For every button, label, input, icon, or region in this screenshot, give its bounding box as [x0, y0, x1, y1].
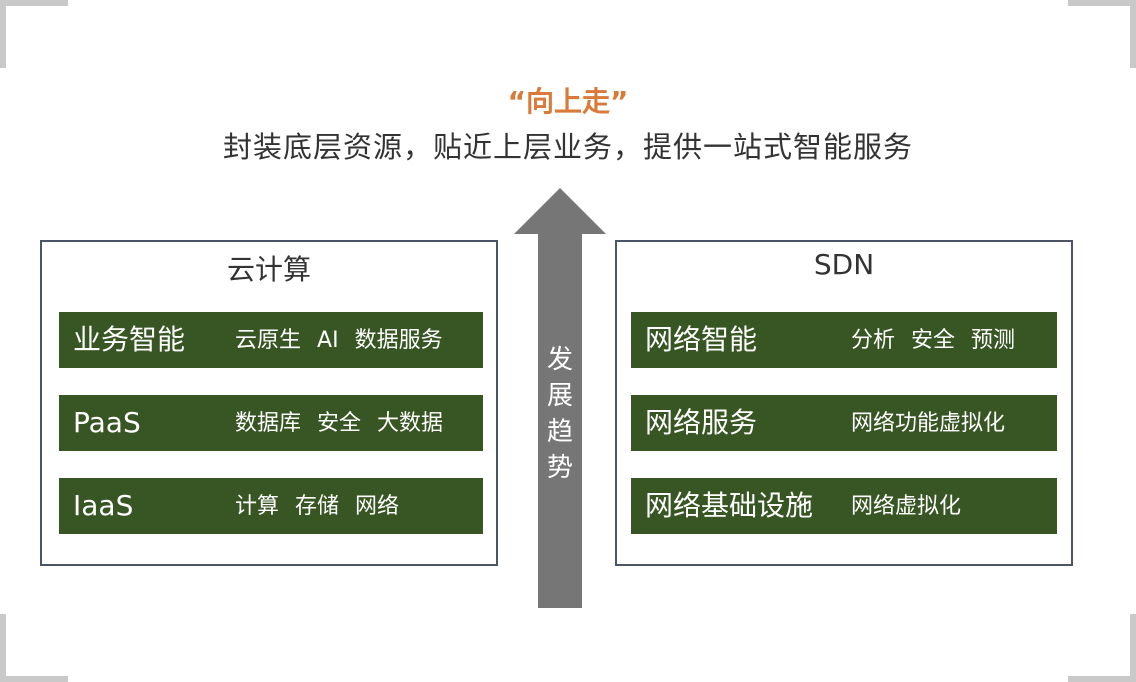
layer-label: PaaS	[73, 406, 141, 439]
trend-arrow-icon	[514, 188, 606, 608]
layer-row: 网络智能 分析 安全 预测	[631, 312, 1057, 368]
layer-item: 数据服务	[354, 328, 443, 353]
layer-item: 网络虚拟化	[851, 494, 962, 519]
layer-items: 分析 安全 预测	[851, 312, 1015, 370]
layer-item: 大数据	[377, 411, 444, 436]
layer-label: 业务智能	[73, 323, 186, 356]
layer-item: 网络功能虚拟化	[851, 411, 1006, 436]
layer-label: 网络服务	[645, 406, 758, 439]
layer-row: IaaS 计算 存储 网络	[59, 478, 483, 534]
layer-row: PaaS 数据库 安全 大数据	[59, 395, 483, 451]
sdn-panel: SDN 网络智能 分析 安全 预测 网络服务 网络功能虚拟化 网络基础设施 网络…	[615, 240, 1073, 566]
layer-item: 分析	[851, 328, 896, 353]
layer-item: 存储	[295, 494, 340, 519]
layer-label: 网络基础设施	[645, 489, 814, 522]
layer-items: 云原生 AI 数据服务	[235, 312, 443, 370]
corner-bracket-top-right	[1068, 0, 1136, 68]
trend-char: 势	[546, 453, 573, 483]
trend-arrow-label: 发 展 趋 势	[538, 342, 582, 486]
layer-row: 业务智能 云原生 AI 数据服务	[59, 312, 483, 368]
panel-title: 云计算	[226, 253, 311, 286]
corner-bracket-bottom-left	[0, 614, 68, 682]
layer-row: 网络基础设施 网络虚拟化	[631, 478, 1057, 534]
layer-label: 网络智能	[645, 323, 758, 356]
layer-items: 网络功能虚拟化	[851, 395, 1005, 453]
layer-items: 计算 存储 网络	[235, 478, 399, 536]
layer-item: 预测	[971, 328, 1016, 353]
layer-item: 云原生	[235, 328, 302, 353]
layer-item: 网络	[355, 494, 400, 519]
layer-item: 安全	[317, 411, 362, 436]
layer-item: AI	[317, 328, 339, 353]
layer-items: 网络虚拟化	[851, 478, 961, 536]
corner-bracket-top-left	[0, 0, 68, 68]
cloud-computing-panel: 云计算 业务智能 云原生 AI 数据服务 PaaS 数据库 安全 大数据 Iaa…	[40, 240, 498, 566]
headline: “向上走”	[507, 85, 629, 118]
layer-row: 网络服务 网络功能虚拟化	[631, 395, 1057, 451]
trend-char: 趋	[546, 417, 573, 447]
corner-bracket-bottom-right	[1068, 614, 1136, 682]
subline: 封装底层资源，贴近上层业务，提供一站式智能服务	[222, 130, 913, 164]
layer-item: 数据库	[235, 411, 302, 436]
layer-item: 计算	[235, 494, 280, 519]
trend-char: 发	[546, 345, 573, 375]
layer-items: 数据库 安全 大数据	[235, 395, 443, 453]
layer-label: IaaS	[73, 489, 134, 522]
panel-title: SDN	[813, 248, 875, 281]
trend-char: 展	[546, 381, 573, 411]
layer-item: 安全	[911, 328, 956, 353]
